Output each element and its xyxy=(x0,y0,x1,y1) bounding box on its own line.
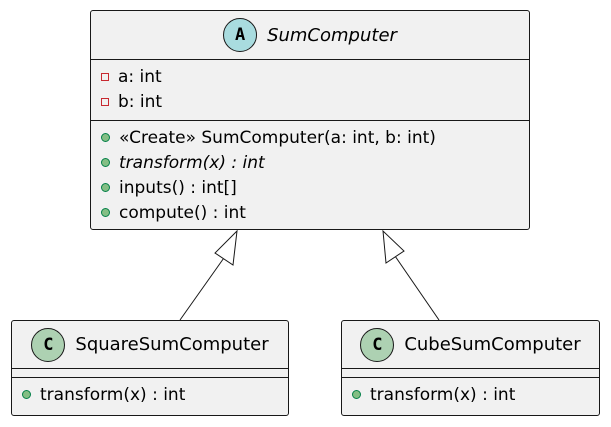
class-box-square-sum-computer[interactable]: C SquareSumComputer transform(x) : int xyxy=(11,320,289,416)
method-text: «Create» SumComputer(a: int, b: int) xyxy=(119,127,436,148)
public-visibility-icon xyxy=(101,158,110,167)
class-divider xyxy=(91,59,529,60)
method-transform: transform(x) : int xyxy=(22,382,288,407)
attributes-section-sum-computer: a: int b: int xyxy=(91,60,529,120)
methods-section-cube-sum-computer: transform(x) : int xyxy=(342,378,599,411)
public-visibility-icon xyxy=(101,183,110,192)
class-divider xyxy=(91,120,529,121)
class-name-cube-sum-computer: CubeSumComputer xyxy=(404,334,581,355)
attribute-b: b: int xyxy=(101,89,529,114)
inheritance-arrowhead-cube xyxy=(382,229,405,264)
method-inputs: inputs() : int[] xyxy=(101,175,529,200)
public-visibility-icon xyxy=(22,390,31,399)
method-text: inputs() : int[] xyxy=(119,177,237,198)
class-name-sum-computer: SumComputer xyxy=(267,24,397,46)
inheritance-line-cube xyxy=(394,255,440,321)
private-visibility-icon xyxy=(101,72,109,81)
class-header-sum-computer: A SumComputer xyxy=(91,11,529,59)
class-header-square-sum-computer: C SquareSumComputer xyxy=(12,321,288,368)
class-divider xyxy=(342,368,599,369)
attributes-section-empty xyxy=(342,369,599,377)
class-icon: C xyxy=(360,327,395,362)
public-visibility-icon xyxy=(101,208,110,217)
private-visibility-icon xyxy=(101,97,109,106)
public-visibility-icon xyxy=(352,390,361,399)
class-name-square-sum-computer: SquareSumComputer xyxy=(75,334,269,355)
class-box-sum-computer[interactable]: A SumComputer a: int b: int «Create» Sum… xyxy=(90,10,530,230)
method-transform: transform(x) : int xyxy=(352,382,599,407)
method-constructor: «Create» SumComputer(a: int, b: int) xyxy=(101,125,529,150)
method-transform-abstract: transform(x) : int xyxy=(101,150,529,175)
abstract-class-icon: A xyxy=(223,18,258,52)
method-text: compute() : int xyxy=(119,202,246,223)
class-box-cube-sum-computer[interactable]: C CubeSumComputer transform(x) : int xyxy=(341,320,600,416)
class-header-cube-sum-computer: C CubeSumComputer xyxy=(342,321,599,368)
class-icon: C xyxy=(31,327,66,362)
method-text: transform(x) : int xyxy=(40,384,186,405)
class-divider xyxy=(342,377,599,378)
public-visibility-icon xyxy=(101,133,110,142)
class-divider xyxy=(12,368,288,369)
method-text: transform(x) : int xyxy=(370,384,516,405)
attribute-a: a: int xyxy=(101,64,529,89)
attributes-section-empty xyxy=(12,369,288,377)
inheritance-line-square xyxy=(179,254,227,321)
inheritance-arrow-square xyxy=(179,229,238,321)
class-divider xyxy=(12,377,288,378)
inheritance-arrowhead-square xyxy=(214,229,238,266)
method-compute: compute() : int xyxy=(101,200,529,225)
methods-section-square-sum-computer: transform(x) : int xyxy=(12,378,288,411)
attribute-text: b: int xyxy=(118,91,163,112)
method-text: transform(x) : int xyxy=(119,152,265,173)
methods-section-sum-computer: «Create» SumComputer(a: int, b: int) tra… xyxy=(91,121,529,229)
inheritance-arrow-cube xyxy=(382,229,440,321)
attribute-text: a: int xyxy=(118,66,162,87)
